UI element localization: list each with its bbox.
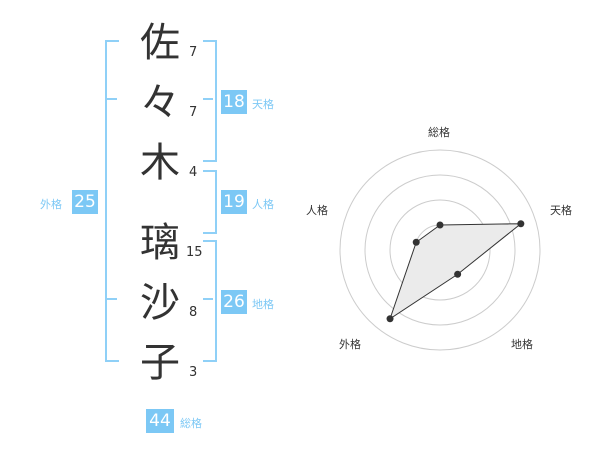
radar-grid-ring — [389, 199, 491, 301]
jinkaku-value: 19 — [221, 190, 247, 214]
gaikaku-value: 25 — [72, 190, 98, 214]
name-char-3: 木 — [140, 140, 180, 186]
tenkaku-bracket — [203, 40, 217, 162]
radar-label-chikaku: 地格 — [511, 338, 533, 351]
gaikaku-label: 外格 — [40, 198, 62, 211]
radar-label-jinkaku: 人格 — [306, 204, 328, 217]
stroke-count-5: 8 — [189, 305, 198, 320]
tenkaku-value: 18 — [221, 90, 247, 114]
tenkaku-label: 天格 — [252, 98, 274, 111]
stroke-count-6: 3 — [189, 365, 198, 380]
radar-label-tenkaku: 天格 — [550, 204, 572, 217]
stroke-count-3: 4 — [189, 165, 198, 180]
radar-grid-ring — [364, 174, 516, 326]
stroke-count-4: 15 — [186, 245, 203, 260]
radar-polygon — [389, 223, 523, 320]
name-char-2: 々 — [140, 80, 180, 126]
jinkaku-label: 人格 — [252, 198, 274, 211]
name-char-1: 佐 — [140, 20, 180, 66]
name-char-4: 璃 — [140, 220, 180, 266]
name-char-6: 子 — [140, 340, 180, 386]
gaikaku-tick-2 — [107, 298, 117, 300]
chikaku-bracket — [203, 240, 217, 362]
radar-label-soukaku: 総格 — [428, 126, 450, 139]
radar-point-5 — [412, 238, 420, 246]
name-char-5: 沙 — [140, 280, 180, 326]
tenkaku-mid-tick — [203, 98, 213, 100]
soukaku-value: 44 — [146, 409, 174, 433]
gaikaku-tick-1 — [107, 98, 117, 100]
chikaku-mid-tick — [203, 298, 213, 300]
jinkaku-bracket — [203, 170, 217, 234]
radar-point-4 — [386, 315, 394, 323]
gaikaku-bracket — [105, 40, 119, 362]
chikaku-value: 26 — [221, 290, 247, 314]
stroke-count-2: 7 — [189, 105, 198, 120]
radar-label-gaikaku: 外格 — [339, 338, 361, 351]
soukaku-label: 総格 — [180, 417, 202, 430]
radar-point-1 — [436, 221, 444, 229]
chikaku-label: 地格 — [252, 298, 274, 311]
stroke-count-1: 7 — [189, 45, 198, 60]
radar-point-2 — [517, 220, 525, 228]
radar-point-3 — [454, 270, 462, 278]
radar-grid-ring — [339, 149, 541, 351]
